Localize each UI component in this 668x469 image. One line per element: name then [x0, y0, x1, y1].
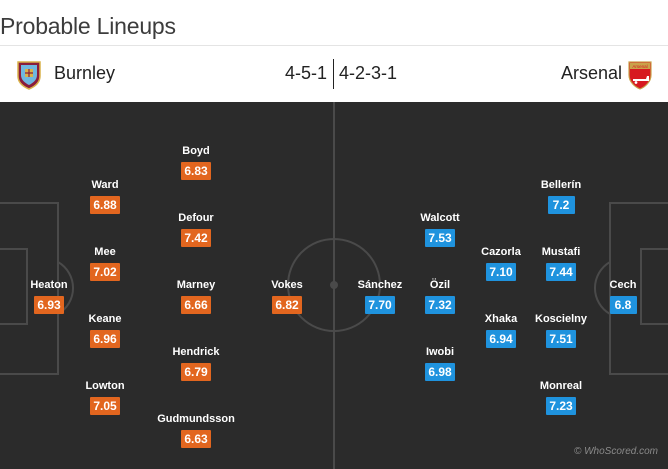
- player-rating: 7.42: [181, 229, 211, 247]
- player-away-cb-2[interactable]: Koscielny 7.51: [521, 313, 601, 348]
- player-name: Gudmundsson: [157, 413, 235, 425]
- lineup-header: Burnley 4-5-1 4-2-3-1 Arsenal Arsenal: [0, 45, 668, 102]
- player-name: Heaton: [30, 279, 68, 291]
- player-away-cb-1[interactable]: Mustafi 7.44: [521, 246, 601, 281]
- player-rating: 7.32: [425, 296, 455, 314]
- player-name: Walcott: [420, 212, 460, 224]
- player-away-gk[interactable]: Cech 6.8: [583, 279, 663, 314]
- player-home-rb[interactable]: Ward 6.88: [65, 179, 145, 214]
- player-home-gk[interactable]: Heaton 6.93: [9, 279, 89, 314]
- player-away-dm-1[interactable]: Cazorla 7.10: [461, 246, 541, 281]
- player-name: Iwobi: [425, 346, 455, 358]
- away-formation: 4-2-3-1: [339, 63, 398, 83]
- player-rating: 7.51: [546, 330, 576, 348]
- player-rating: 6.82: [272, 296, 302, 314]
- arsenal-crest-text: Arsenal: [632, 64, 647, 69]
- player-rating: 6.88: [90, 196, 120, 214]
- player-name: Boyd: [182, 145, 210, 157]
- player-away-am-center[interactable]: Özil 7.32: [400, 279, 480, 314]
- player-away-rb[interactable]: Bellerín 7.2: [521, 179, 601, 214]
- player-name: Defour: [178, 212, 214, 224]
- player-name: Koscielny: [535, 313, 587, 325]
- player-rating: 6.63: [181, 430, 211, 448]
- player-name: Vokes: [271, 279, 303, 291]
- player-name: Keane: [88, 313, 122, 325]
- player-away-am-right[interactable]: Walcott 7.53: [400, 212, 480, 247]
- arsenal-crest-icon: Arsenal: [628, 61, 652, 90]
- player-home-cb-2[interactable]: Keane 6.96: [65, 313, 145, 348]
- player-away-am-left[interactable]: Iwobi 6.98: [400, 346, 480, 381]
- player-home-mid-3[interactable]: Marney 6.66: [156, 279, 236, 314]
- player-home-mid-4[interactable]: Hendrick 6.79: [156, 346, 236, 381]
- player-away-dm-2[interactable]: Xhaka 6.94: [461, 313, 541, 348]
- player-rating: 6.66: [181, 296, 211, 314]
- player-rating: 7.10: [486, 263, 516, 281]
- home-team-name[interactable]: Burnley: [54, 63, 116, 83]
- player-rating: 7.53: [425, 229, 455, 247]
- pitch-markings: [0, 102, 668, 469]
- formation-divider: [333, 59, 334, 89]
- player-home-mid-2[interactable]: Defour 7.42: [156, 212, 236, 247]
- player-rating: 6.83: [181, 162, 211, 180]
- player-name: Sánchez: [357, 279, 403, 291]
- whoscored-credit: © WhoScored.com: [573, 446, 658, 457]
- player-home-lb[interactable]: Lowton 7.05: [65, 380, 145, 415]
- player-rating: 6.8: [609, 296, 637, 314]
- player-name: Mee: [94, 246, 116, 258]
- player-name: Monreal: [539, 380, 583, 392]
- player-name: Xhaka: [484, 313, 518, 325]
- player-rating: 7.05: [90, 397, 120, 415]
- player-rating: 7.23: [546, 397, 576, 415]
- player-away-fw[interactable]: Sánchez 7.70: [340, 279, 420, 314]
- player-rating: 6.93: [34, 296, 64, 314]
- player-rating: 6.94: [486, 330, 516, 348]
- player-name: Ward: [91, 179, 119, 191]
- player-name: Mustafi: [541, 246, 581, 258]
- player-name: Cazorla: [481, 246, 521, 258]
- player-home-mid-5[interactable]: Gudmundsson 6.63: [156, 413, 236, 448]
- player-away-lb[interactable]: Monreal 7.23: [521, 380, 601, 415]
- player-rating: 6.98: [425, 363, 455, 381]
- player-name: Marney: [176, 279, 216, 291]
- home-formation: 4-5-1: [284, 63, 327, 83]
- player-home-fw[interactable]: Vokes 6.82: [247, 279, 327, 314]
- player-rating: 7.44: [546, 263, 576, 281]
- player-rating: 7.2: [547, 196, 575, 214]
- player-name: Hendrick: [172, 346, 220, 358]
- page-title: Probable Lineups: [0, 13, 176, 39]
- player-name: Lowton: [85, 380, 125, 392]
- player-home-cb-1[interactable]: Mee 7.02: [65, 246, 145, 281]
- player-rating: 7.02: [90, 263, 120, 281]
- player-rating: 7.70: [365, 296, 395, 314]
- player-home-mid-1[interactable]: Boyd 6.83: [156, 145, 236, 180]
- player-name: Özil: [429, 279, 451, 291]
- player-name: Cech: [609, 279, 637, 291]
- player-name: Bellerín: [540, 179, 582, 191]
- player-rating: 6.96: [90, 330, 120, 348]
- away-team-name[interactable]: Arsenal: [560, 63, 622, 83]
- burnley-crest-icon: [17, 61, 41, 90]
- player-rating: 6.79: [181, 363, 211, 381]
- pitch: Heaton 6.93 Ward 6.88 Mee 7.02 Keane 6.9…: [0, 102, 668, 469]
